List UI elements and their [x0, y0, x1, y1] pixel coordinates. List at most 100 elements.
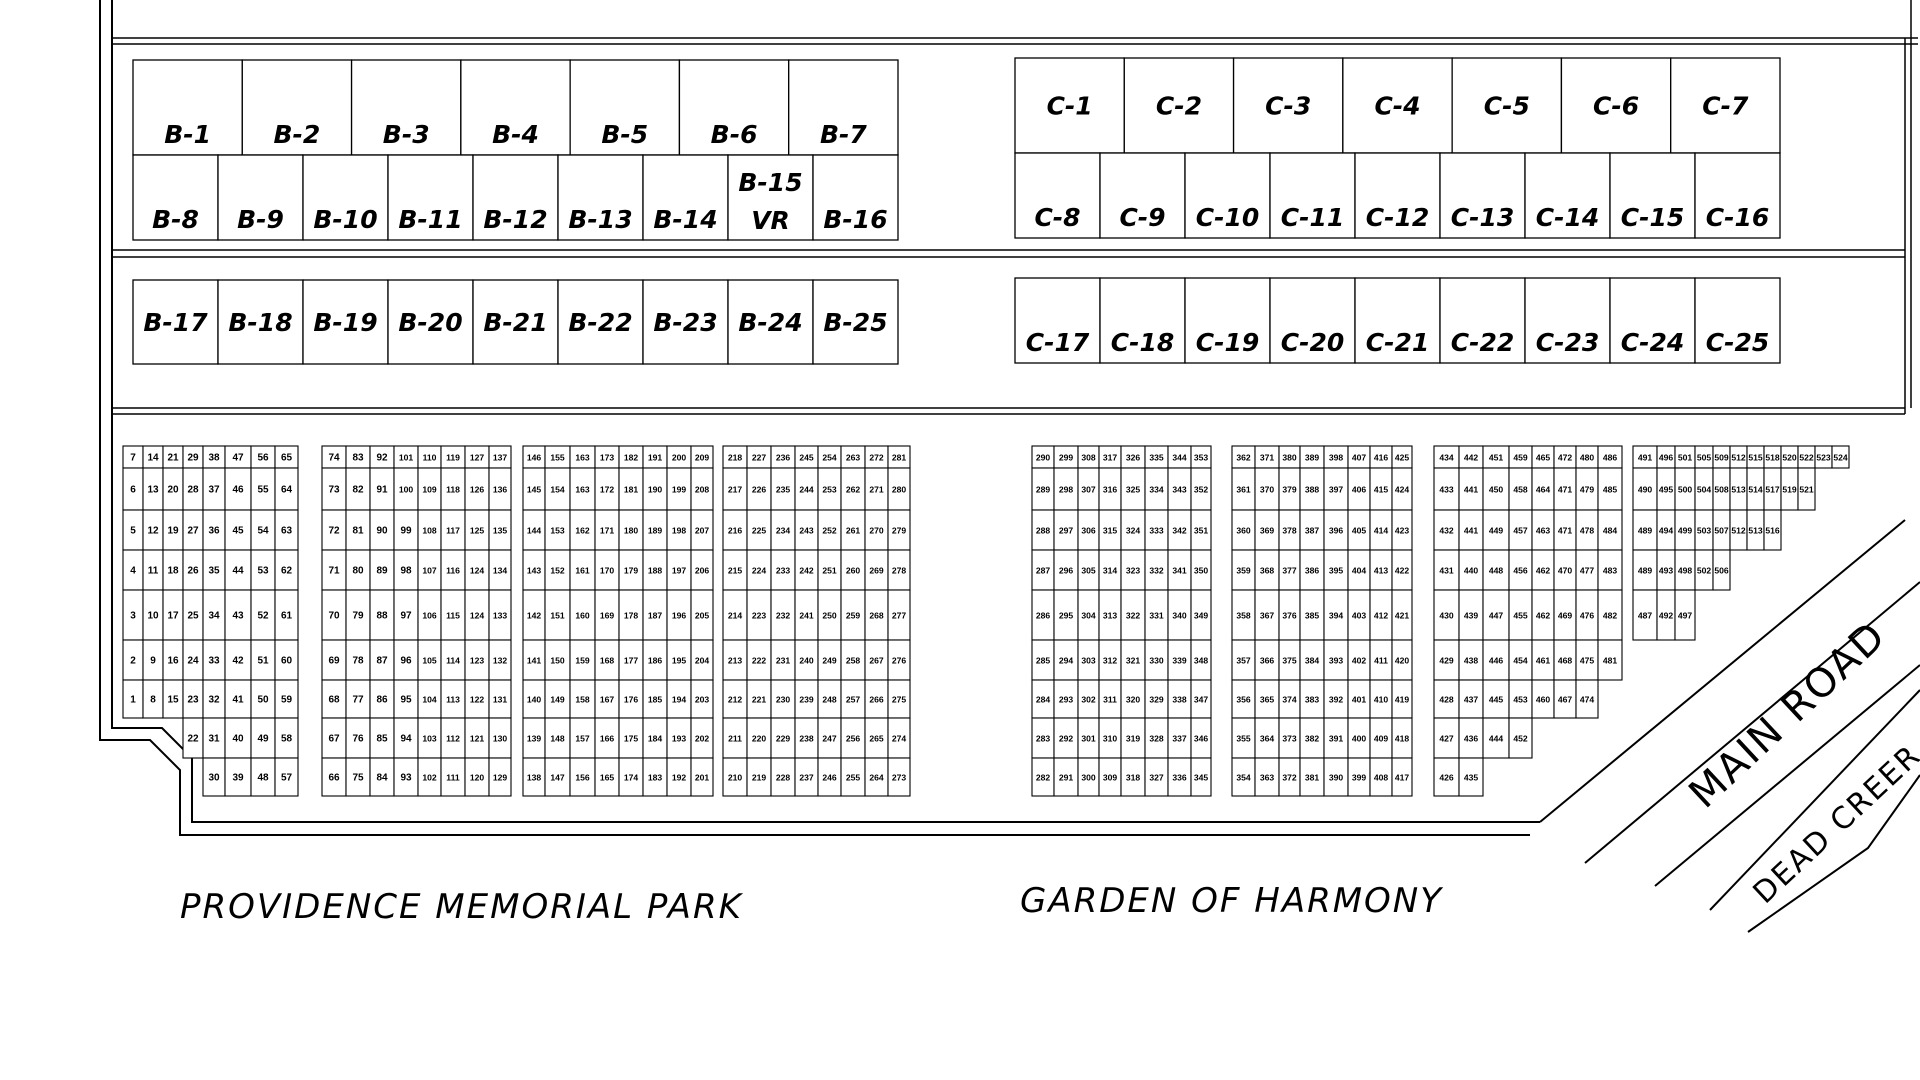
grave-plot[interactable]: 426 [1433, 757, 1460, 797]
grave-plot[interactable]: 315 [1098, 509, 1122, 551]
grave-plot[interactable]: 440 [1458, 549, 1484, 591]
grave-plot-outline[interactable] [1144, 445, 1169, 469]
grave-plot-outline[interactable] [488, 467, 512, 511]
grave-plot-outline[interactable] [1597, 589, 1623, 641]
grave-plot[interactable]: 390 [1323, 757, 1349, 797]
lot-c-17[interactable]: C-17 [1014, 277, 1101, 364]
grave-plot[interactable]: 349 [1190, 589, 1212, 641]
grave-plot-outline[interactable] [1278, 639, 1301, 681]
grave-plot-outline[interactable] [488, 639, 512, 681]
grave-plot[interactable]: 167 [594, 679, 620, 719]
grave-plot[interactable]: 316 [1098, 467, 1122, 511]
grave-plot[interactable]: 246 [817, 757, 842, 797]
grave-plot-outline[interactable] [1553, 679, 1577, 719]
grave-plot-outline[interactable] [122, 679, 144, 719]
grave-plot-outline[interactable] [544, 549, 571, 591]
grave-plot-outline[interactable] [887, 445, 911, 469]
grave-plot-outline[interactable] [1031, 589, 1055, 641]
grave-plot-outline[interactable] [544, 589, 571, 641]
grave-plot[interactable]: 521 [1797, 467, 1816, 511]
lot-c-11[interactable]: C-11 [1269, 152, 1356, 239]
grave-plot-outline[interactable] [162, 679, 184, 719]
grave-plot-outline[interactable] [1575, 549, 1599, 591]
grave-plot[interactable]: 321 [1120, 639, 1146, 681]
grave-plot[interactable]: 357 [1231, 639, 1256, 681]
grave-plot[interactable]: 185 [642, 679, 668, 719]
grave-plot[interactable]: 244 [794, 467, 819, 511]
lot-c-13[interactable]: C-13 [1439, 152, 1526, 239]
grave-plot-outline[interactable] [224, 589, 252, 641]
grave-plot-outline[interactable] [393, 717, 419, 759]
grave-plot[interactable]: 235 [770, 467, 796, 511]
grave-plot-outline[interactable] [666, 757, 692, 797]
lot-b-5[interactable]: B-5 [569, 59, 681, 156]
grave-plot[interactable]: 100 [393, 467, 419, 511]
grave-plot-outline[interactable] [142, 509, 164, 551]
grave-plot-outline[interactable] [224, 757, 252, 797]
grave-plot-outline[interactable] [1231, 757, 1256, 797]
grave-plot-outline[interactable] [142, 679, 164, 719]
lot-b-22[interactable]: B-22 [557, 279, 644, 365]
grave-plot-outline[interactable] [817, 717, 842, 759]
grave-plot[interactable]: 366 [1254, 639, 1280, 681]
grave-plot-outline[interactable] [618, 717, 644, 759]
grave-plot-outline[interactable] [345, 679, 371, 719]
grave-plot[interactable]: 469 [1553, 589, 1577, 641]
grave-plot-outline[interactable] [1575, 679, 1599, 719]
grave-plot-outline[interactable] [618, 679, 644, 719]
grave-plot[interactable]: 468 [1553, 639, 1577, 681]
grave-plot-outline[interactable] [1508, 549, 1533, 591]
grave-plot-outline[interactable] [1433, 445, 1460, 469]
grave-plot-outline[interactable] [887, 717, 911, 759]
grave-plot-outline[interactable] [1031, 445, 1055, 469]
grave-plot[interactable]: 431 [1433, 549, 1460, 591]
grave-plot[interactable]: 156 [569, 757, 596, 797]
grave-plot-outline[interactable] [569, 679, 596, 719]
grave-plot[interactable]: 261 [840, 509, 866, 551]
grave-plot-outline[interactable] [1120, 549, 1146, 591]
grave-plot[interactable]: 176 [618, 679, 644, 719]
grave-plot[interactable]: 354 [1231, 757, 1256, 797]
grave-plot[interactable]: 122 [464, 679, 490, 719]
lot-b-10[interactable]: B-10 [302, 154, 389, 241]
grave-plot-outline[interactable] [488, 445, 512, 469]
grave-plot-outline[interactable] [690, 549, 714, 591]
grave-plot-outline[interactable] [182, 509, 204, 551]
grave-plot-outline[interactable] [464, 509, 490, 551]
grave-plot[interactable]: 502 [1694, 549, 1714, 591]
grave-plot[interactable]: 25 [182, 589, 204, 641]
grave-plot-outline[interactable] [122, 589, 144, 641]
grave-plot[interactable]: 71 [321, 549, 347, 591]
lot-c-4[interactable]: C-4 [1342, 57, 1453, 154]
lot-b-25[interactable]: B-25 [812, 279, 899, 365]
grave-plot-outline[interactable] [369, 679, 395, 719]
grave-plot-outline[interactable] [1144, 757, 1169, 797]
grave-plot[interactable]: 247 [817, 717, 842, 759]
grave-plot-outline[interactable] [1323, 549, 1349, 591]
grave-plot[interactable]: 480 [1575, 445, 1599, 469]
grave-plot-outline[interactable] [440, 679, 466, 719]
grave-plot[interactable]: 198 [666, 509, 692, 551]
grave-plot[interactable]: 153 [544, 509, 571, 551]
grave-plot[interactable]: 11 [142, 549, 164, 591]
grave-plot[interactable]: 427 [1433, 717, 1460, 759]
lot-outline[interactable] [642, 279, 729, 365]
grave-plot[interactable]: 389 [1299, 445, 1325, 469]
grave-plot[interactable]: 18 [162, 549, 184, 591]
grave-plot[interactable]: 420 [1391, 639, 1413, 681]
lot-outline[interactable] [1123, 57, 1235, 154]
grave-plot[interactable]: 86 [369, 679, 395, 719]
grave-plot-outline[interactable] [162, 589, 184, 641]
lot-outline[interactable] [387, 279, 474, 365]
grave-plot-outline[interactable] [1299, 589, 1325, 641]
grave-plot-outline[interactable] [864, 717, 889, 759]
grave-plot-outline[interactable] [1077, 445, 1100, 469]
grave-plot-outline[interactable] [794, 757, 819, 797]
grave-plot[interactable]: 240 [794, 639, 819, 681]
grave-plot[interactable]: 297 [1053, 509, 1079, 551]
grave-plot[interactable]: 285 [1031, 639, 1055, 681]
grave-plot[interactable]: 226 [746, 467, 772, 511]
grave-plot-outline[interactable] [1656, 467, 1676, 511]
grave-plot[interactable]: 498 [1674, 549, 1696, 591]
grave-plot-outline[interactable] [417, 639, 442, 681]
